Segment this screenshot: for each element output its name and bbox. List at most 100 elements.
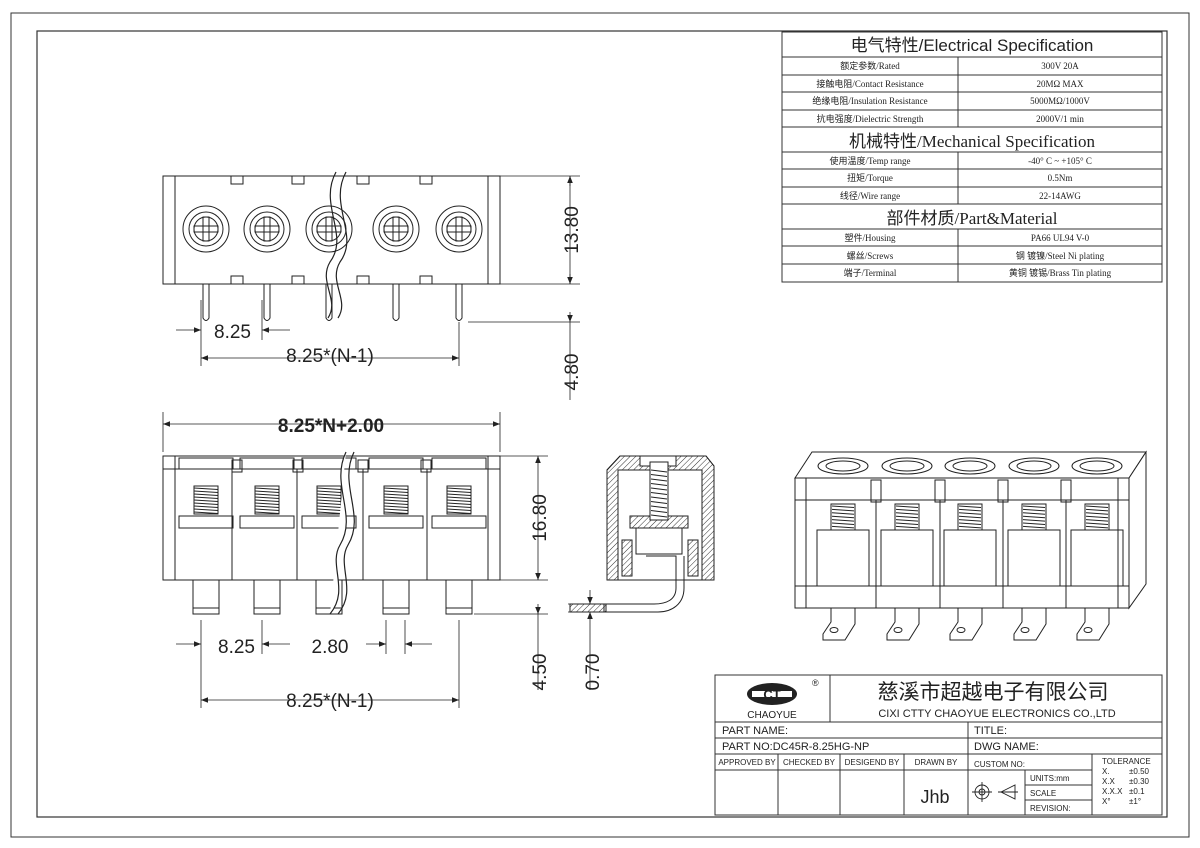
screw-slot [263, 216, 271, 242]
spring-coil [316, 508, 342, 511]
front-view [162, 451, 501, 615]
spring-coil [383, 499, 409, 502]
dwg-name-label: DWG NAME: [974, 741, 1039, 753]
spring-coil [383, 505, 409, 508]
housing-tab [420, 459, 432, 473]
housing-tab [230, 275, 244, 285]
screw-ring [944, 457, 996, 475]
spring-body [894, 503, 920, 531]
screw-thread [650, 510, 668, 513]
spec-label: 塑件/Housing [844, 232, 896, 243]
pin-hole [1020, 627, 1030, 633]
spec-label: 使用温度/Temp range [829, 155, 910, 166]
top-view-dim-text: 8.25 8.25*(N-1) 13.80 4.80 [214, 206, 583, 390]
screw-ring [1008, 457, 1060, 475]
spring-coil [831, 522, 855, 525]
spring-coil [831, 508, 855, 512]
spring-coil [831, 525, 855, 529]
spec-label: 螺丝/Screws [847, 250, 894, 261]
terminal-pin [949, 608, 983, 641]
tolerance-key: X° [1102, 797, 1111, 806]
spring-coil [254, 490, 280, 493]
screw-thread [650, 492, 668, 495]
spring-coil [193, 508, 219, 511]
housing-tab [356, 175, 370, 185]
screw-head [305, 205, 353, 253]
spec-label: 额定参数/Rated [840, 60, 900, 71]
clamp-plate [301, 515, 357, 529]
terminal-pin [822, 608, 856, 641]
housing-tab [292, 459, 304, 473]
spring-coil [831, 505, 855, 508]
screw-ring [1071, 457, 1123, 475]
screw-slot [446, 225, 472, 233]
screw-head [182, 205, 230, 253]
terminal-pin [325, 284, 333, 321]
spring-coil [446, 487, 472, 490]
logo-caption: CHAOYUE [747, 710, 797, 721]
spring-body [316, 485, 342, 515]
screw-inner [383, 216, 409, 242]
screw-ring [249, 211, 285, 247]
spring-coil [383, 496, 409, 499]
company-logo: CT ® CHAOYUE [747, 678, 819, 721]
spring-coil [254, 487, 280, 490]
drawn-by-value: Jhb [920, 787, 949, 807]
pin-hole [956, 627, 966, 633]
spec-value: PA66 UL94 V-0 [1031, 233, 1090, 243]
spring-coil [1022, 519, 1046, 522]
screw-head [435, 205, 483, 253]
drawn-by-label: DRAWN BY [915, 758, 958, 767]
spring-coil [1022, 505, 1046, 508]
screw-thread [650, 474, 668, 477]
clamp-plate [431, 515, 487, 529]
tolerance-value: ±0.30 [1129, 777, 1150, 786]
dim-front-pin-width: 2.80 [312, 637, 349, 658]
spec-label: 线径/Wire range [840, 190, 900, 201]
screw-thread [650, 487, 668, 491]
spring-coil [193, 511, 219, 514]
dim-top-height: 13.80 [562, 206, 583, 254]
screw-thread [650, 483, 668, 486]
spring-coil [254, 502, 280, 505]
clamp-plate [239, 515, 295, 529]
spring-coil [383, 511, 409, 514]
terminal-pin [455, 284, 463, 321]
dim-front-pin: 4.50 [530, 654, 551, 691]
approved-by-label: APPROVED BY [718, 758, 776, 767]
spring-body [193, 485, 219, 515]
spring-coil [1085, 525, 1109, 529]
terminal-pin [445, 579, 473, 615]
screw-head [372, 205, 420, 253]
screw-slot [202, 216, 210, 242]
dim-overall-width: 8.25*N+2.00 [278, 416, 384, 437]
spring-coil [254, 505, 280, 508]
logo-registered: ® [812, 678, 819, 688]
spring-coil [316, 511, 342, 514]
spring-coil [446, 490, 472, 493]
spring-coil [193, 499, 219, 502]
spring-coil [316, 505, 342, 508]
tolerance-key: X. [1102, 767, 1110, 776]
spec-value: 0.5Nm [1048, 173, 1073, 183]
screw-inner [952, 460, 988, 472]
screw-slot [392, 216, 400, 242]
screw-thread [650, 501, 668, 504]
spec-label: 端子/Terminal [844, 267, 897, 278]
spring-coil [193, 505, 219, 508]
housing-tab [291, 275, 305, 285]
spring-coil [958, 525, 982, 529]
tolerance-value: ±1° [1129, 797, 1141, 806]
top-view-dimensions [176, 175, 580, 400]
screw-inner [254, 216, 280, 242]
spring-coil [193, 502, 219, 505]
terminal-pin [382, 579, 410, 615]
dim-front-pitch: 8.25 [218, 637, 255, 658]
designed-by-label: DESIGEND BY [845, 758, 900, 767]
screw-top [431, 457, 487, 470]
screw-ring [188, 211, 224, 247]
company-name-cn: 慈溪市超越电子有限公司 [878, 681, 1109, 704]
side-section-view [569, 455, 715, 613]
spring-coil [895, 505, 919, 508]
screw-inner [446, 216, 472, 242]
